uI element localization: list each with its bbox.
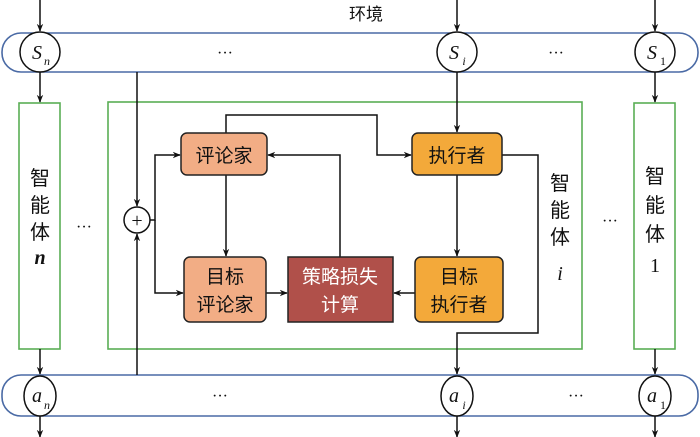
svg-text:执行者: 执行者 <box>428 145 485 167</box>
agent-n-char-2: 能 <box>30 193 50 217</box>
svg-text:计算: 计算 <box>321 294 359 316</box>
agent-1-char-3: 体 <box>645 222 665 246</box>
actor-block: 执行者 <box>411 132 503 176</box>
agent-i-char-1: 智 <box>550 171 570 195</box>
action-ai: a i <box>440 375 474 417</box>
ellipsis-actions-right: ··· <box>568 388 584 405</box>
svg-text:策略损失: 策略损失 <box>302 266 378 288</box>
svg-text:a: a <box>449 385 459 407</box>
agent-n-box <box>18 102 61 350</box>
action-an: a n <box>23 375 57 417</box>
svg-text:执行者: 执行者 <box>430 294 487 316</box>
svg-text:i: i <box>462 398 465 412</box>
environment-label: 环境 <box>349 5 383 25</box>
arrow-actor-to-ai <box>453 154 539 375</box>
action-a1: a 1 <box>638 375 672 417</box>
agent-1-char-2: 能 <box>645 193 665 217</box>
svg-text:n: n <box>44 54 50 68</box>
svg-text:a: a <box>32 385 42 407</box>
agent-i-box <box>107 101 583 350</box>
agent-1-box <box>633 102 676 350</box>
sum-node: + <box>123 206 151 234</box>
agent-n-char-3: 体 <box>30 220 50 244</box>
agent-1-char-1: 智 <box>645 164 665 188</box>
target-critic-block: 目标 评论家 <box>183 256 267 323</box>
agent-i-index: i <box>557 263 563 285</box>
arrow-policy-loss-to-critic <box>267 151 341 257</box>
ellipsis-states-left: ··· <box>217 45 233 62</box>
svg-text:+: + <box>131 210 142 232</box>
svg-text:S: S <box>32 42 42 64</box>
agent-i-char-2: 能 <box>550 198 570 222</box>
svg-text:目标: 目标 <box>440 266 478 288</box>
svg-text:S: S <box>449 42 459 64</box>
state-si: S i <box>436 31 478 73</box>
ellipsis-states-right: ··· <box>548 45 564 62</box>
environment-band <box>1 32 699 73</box>
state-sn: S n <box>19 31 61 73</box>
svg-text:1: 1 <box>660 398 666 412</box>
arrow-sum-to-target-critic <box>154 220 184 297</box>
svg-text:目标: 目标 <box>206 266 244 288</box>
arrow-sum-to-critic <box>150 151 181 221</box>
svg-text:评论家: 评论家 <box>196 294 253 316</box>
state-s1: S 1 <box>634 31 676 73</box>
action-band <box>1 374 699 417</box>
agent-i-char-3: 体 <box>550 225 570 249</box>
agent-n-index: n <box>34 247 45 269</box>
agent-1-index: 1 <box>650 255 660 277</box>
policy-loss-block: 策略损失 计算 <box>287 256 394 323</box>
ellipsis-agents-left: ··· <box>76 219 92 236</box>
critic-block: 评论家 <box>180 132 268 176</box>
ellipsis-actions-left: ··· <box>212 388 228 405</box>
arrow-critic-to-actor <box>225 114 412 159</box>
svg-text:1: 1 <box>660 54 666 68</box>
svg-text:评论家: 评论家 <box>195 145 252 167</box>
svg-text:S: S <box>647 42 657 64</box>
agent-n-char-1: 智 <box>30 166 50 190</box>
ellipsis-agents-right: ··· <box>602 213 618 230</box>
svg-text:i: i <box>462 54 465 68</box>
svg-text:a: a <box>647 385 657 407</box>
target-actor-block: 目标 执行者 <box>414 256 504 323</box>
svg-text:n: n <box>44 398 50 412</box>
